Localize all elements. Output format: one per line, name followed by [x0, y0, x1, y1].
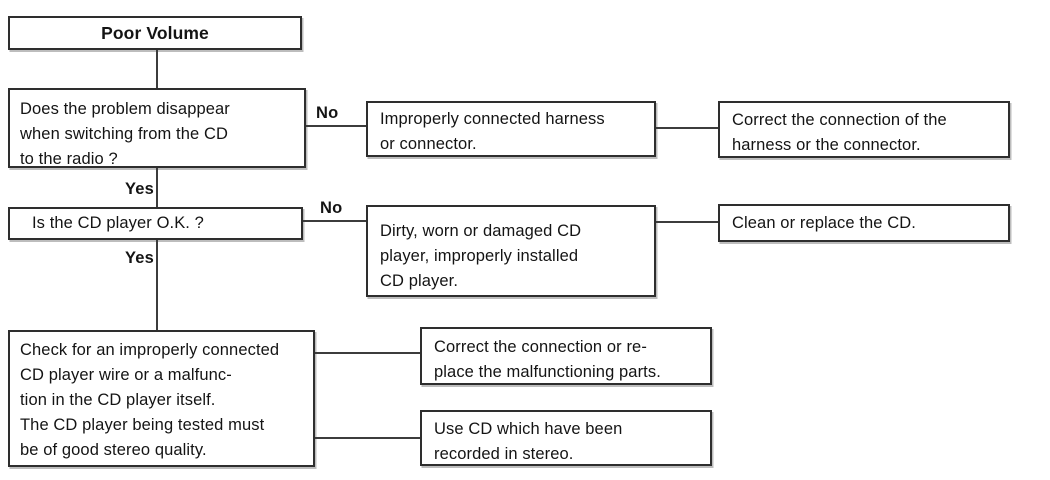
connector-cause2-to-action2: [656, 221, 718, 223]
connector-q1-to-cause1: [306, 125, 366, 127]
no-label-q2: No: [320, 199, 343, 217]
question-1-node: Does the problem disappear when switchin…: [8, 88, 306, 168]
no-label-q1: No: [316, 104, 339, 122]
action-2-node: Clean or replace the CD.: [718, 204, 1010, 242]
action-3-node: Correct the connection or re- place the …: [420, 327, 712, 385]
start-node-poor-volume: Poor Volume: [8, 16, 302, 50]
cause-1-node: Improperly connected harness or connecto…: [366, 101, 656, 157]
connector-q2-to-final: [156, 240, 158, 330]
action-4-node: Use CD which have been recorded in stere…: [420, 410, 712, 466]
connector-q2-to-cause2: [303, 220, 366, 222]
connector-final-to-action4: [315, 437, 420, 439]
connector-q1-to-q2: [156, 168, 158, 207]
action-1-node: Correct the connection of the harness or…: [718, 101, 1010, 158]
final-check-node: Check for an improperly connected CD pla…: [8, 330, 315, 467]
yes-label-q1: Yes: [124, 180, 154, 198]
yes-label-q2: Yes: [124, 249, 154, 267]
question-2-node: Is the CD player O.K. ?: [8, 207, 303, 240]
connector-final-to-action3: [315, 352, 420, 354]
connector-cause1-to-action1: [656, 127, 718, 129]
connector-start-to-q1: [156, 50, 158, 88]
cause-2-node: Dirty, worn or damaged CD player, improp…: [366, 205, 656, 297]
